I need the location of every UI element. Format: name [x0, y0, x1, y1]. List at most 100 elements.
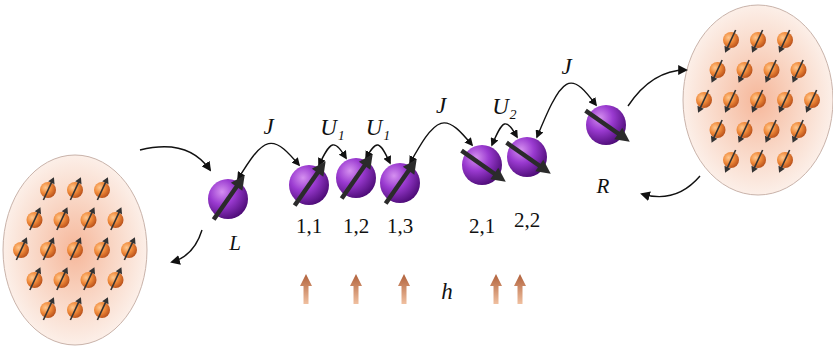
reservoir-spin [776, 149, 793, 175]
reservoir-spin [81, 206, 98, 232]
spin-site: 2,2 [502, 137, 552, 232]
reservoir-spins [13, 176, 138, 322]
spin-arrow [380, 155, 422, 207]
reservoir-spin [722, 149, 739, 175]
right-reservoir [683, 5, 833, 195]
spin-arrow [67, 296, 84, 322]
reservoir-spin [722, 29, 739, 55]
coupling-arrow [492, 124, 517, 145]
field-label: h [441, 280, 453, 303]
reservoir-spin [735, 59, 752, 85]
spin-arrow [708, 59, 725, 85]
spin-arrow [208, 171, 250, 223]
spin-arrow [81, 266, 98, 292]
reservoir-spin [749, 89, 766, 115]
reservoir-spin [749, 29, 766, 55]
spin-arrow [289, 157, 331, 209]
field-arrow [398, 274, 410, 304]
reservoir-spin [108, 206, 125, 232]
spin-arrow [27, 206, 44, 232]
spin-arrow [54, 266, 71, 292]
spin-arrow [503, 137, 555, 179]
spin-arrow [722, 29, 739, 55]
reservoir-spin [13, 236, 30, 262]
reservoir-spin [108, 266, 125, 292]
field-arrow [350, 274, 362, 304]
spin-arrow [40, 296, 57, 322]
reservoir-spin [67, 176, 84, 202]
reservoir-spin [54, 206, 71, 232]
spin-arrow [94, 176, 111, 202]
reservoir-spin [708, 119, 725, 145]
reservoir-spin [762, 119, 779, 145]
spin-arrow [803, 89, 820, 115]
reservoir-spin [735, 119, 752, 145]
spin-arrow [776, 29, 793, 55]
spin-site: 1,2 [331, 158, 381, 238]
reservoir-spin [40, 236, 57, 262]
spin-arrow [789, 59, 806, 85]
coupling-label: U₂ [492, 95, 517, 118]
spin-site: L [203, 179, 253, 255]
spin-site: 1,1 [284, 165, 334, 238]
spin-arrow [94, 296, 111, 322]
reservoir-spin [803, 89, 820, 115]
spin-arrow [27, 266, 44, 292]
extraction-arrow [172, 230, 202, 262]
reservoir-spin [67, 236, 84, 262]
reservoir-spin [776, 29, 793, 55]
reservoir-spin [695, 89, 712, 115]
site-label: 1,3 [375, 214, 425, 238]
left-reservoir [3, 155, 147, 345]
spin-arrow [13, 236, 30, 262]
field-arrow [300, 274, 312, 304]
site-label: 2,1 [457, 214, 507, 238]
spin-arrow [749, 149, 766, 175]
injection-arrow [140, 147, 210, 170]
site-label: L [210, 231, 260, 255]
site-label: 1,2 [331, 214, 381, 238]
spin-arrow [722, 89, 739, 115]
spin-arrow [40, 176, 57, 202]
coupling-arrow [238, 143, 299, 179]
field-arrow [490, 274, 502, 304]
spin-sphere [284, 165, 334, 205]
reservoir-spin [121, 236, 138, 262]
field-arrow [514, 274, 526, 304]
spin-sphere [457, 145, 507, 185]
spin-sphere [502, 137, 552, 177]
spin-arrow [54, 206, 71, 232]
reservoir-spin [40, 296, 57, 322]
spin-arrow [94, 236, 111, 262]
reservoir-spins [695, 29, 820, 175]
reservoir-spin [40, 176, 57, 202]
spin-arrow [735, 59, 752, 85]
reservoir-spin [67, 296, 84, 322]
coupling-label: U₁ [320, 116, 345, 139]
spin-arrow [776, 89, 793, 115]
spin-arrow [108, 206, 125, 232]
spin-arrow [582, 105, 634, 147]
spin-arrow [81, 206, 98, 232]
spin-sphere [375, 163, 425, 203]
reservoir-spin [749, 149, 766, 175]
spin-arrow [67, 236, 84, 262]
spin-arrow [776, 149, 793, 175]
reservoir-spin [789, 119, 806, 145]
spin-site: 2,1 [457, 145, 507, 238]
field-arrows [300, 274, 526, 304]
coupling-label: J [436, 94, 446, 117]
spin-arrow [708, 119, 725, 145]
spin-arrow [121, 236, 138, 262]
reservoir-spin [776, 89, 793, 115]
spin-arrow [695, 89, 712, 115]
coupling-arrow [410, 123, 472, 163]
spin-arrow [336, 150, 378, 202]
reservoir-spin [722, 89, 739, 115]
spin-site: R [581, 105, 631, 198]
spin-arrow [735, 119, 752, 145]
coupling-arrow [319, 145, 346, 165]
spin-site: 1,3 [375, 163, 425, 238]
